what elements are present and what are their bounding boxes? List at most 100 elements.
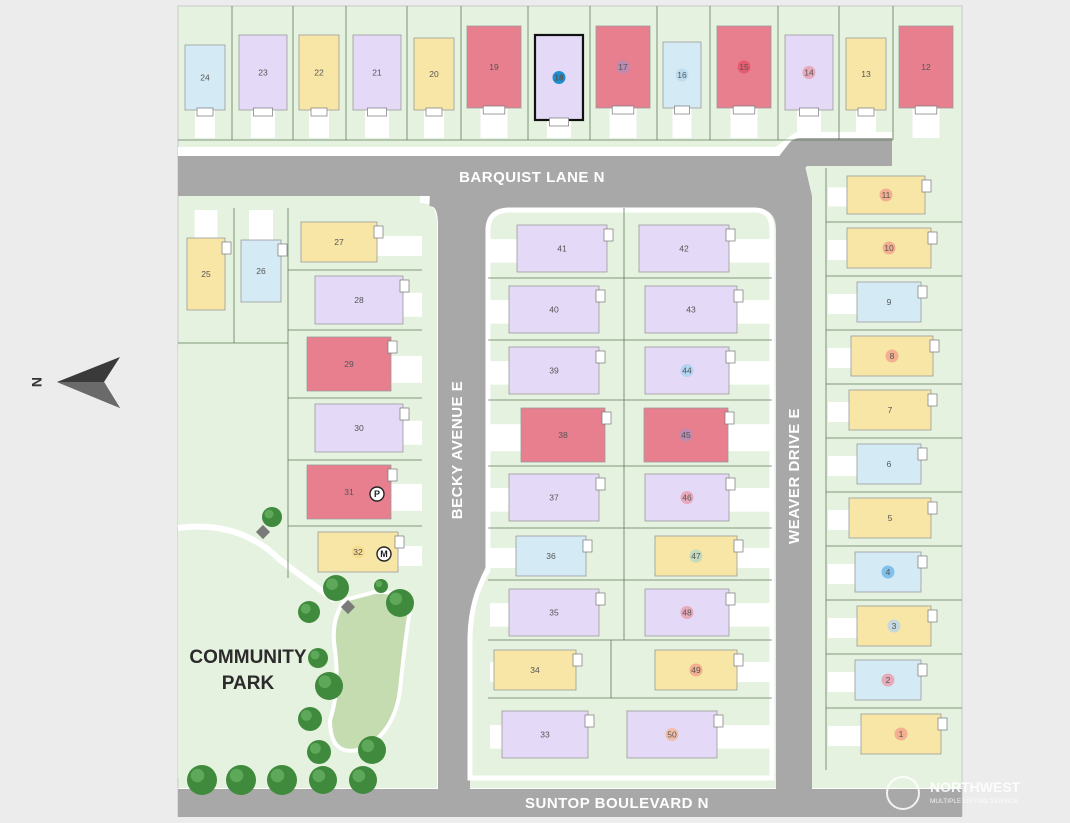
lot-number: 1 [899,729,904,739]
lot-14[interactable]: 14 [784,34,834,138]
porch [387,340,398,354]
tree-icon [315,672,343,700]
lot-37[interactable]: 37 [490,473,606,522]
driveway [828,402,849,422]
park-label-line1: COMMUNITY [189,647,306,668]
lot-26[interactable]: 26 [240,210,288,303]
porch [482,105,506,115]
porch [733,289,744,303]
lot-40[interactable]: 40 [490,285,606,334]
house-footprint [306,336,392,392]
tree-icon [349,766,377,794]
lot-4[interactable]: 4 [828,551,928,593]
lot-38[interactable]: 38 [490,407,612,463]
house-footprint [508,588,600,637]
lot-49[interactable]: 49 [654,649,770,691]
lot-20[interactable]: 20 [413,37,455,138]
lot-19[interactable]: 19 [466,25,522,138]
driveway [490,300,509,324]
lot-42[interactable]: 42 [638,224,770,273]
lot-44[interactable]: 44 [644,346,770,395]
lot-28[interactable]: 28 [314,275,422,325]
status-badge [881,673,895,687]
lot-10[interactable]: 10 [828,227,938,269]
driveway [729,361,770,385]
lot-27[interactable]: 27 [300,221,422,263]
tree-icon [307,740,331,764]
house-footprint [466,25,522,109]
lot-29[interactable]: 29 [306,336,422,392]
driveway [490,424,521,452]
lot-46[interactable]: 46 [644,473,770,522]
lot-45[interactable]: 45 [643,407,770,463]
lot-number: 38 [558,430,568,440]
lot-number: 21 [372,67,382,77]
lot-33[interactable]: 33 [490,710,595,759]
status-badge [680,606,694,619]
lot-1[interactable]: 1 [828,713,948,755]
lot-number: 28 [354,295,364,305]
porch [917,285,928,299]
lot-41[interactable]: 41 [490,224,614,273]
house-footprint [845,37,887,111]
status-badge [887,619,901,633]
lot-number: 40 [549,304,559,314]
lot-number: 33 [540,729,550,739]
road-label-suntop: SUNTOP BOULEVARD N [525,795,709,812]
lot-8[interactable]: 8 [828,335,940,377]
status-badge [616,60,630,74]
porch [914,105,938,115]
status-badge [689,663,703,677]
lot-9[interactable]: 9 [828,281,928,323]
park-path [177,523,337,603]
lot-number: 39 [549,365,559,375]
lot-36[interactable]: 36 [490,535,593,577]
lot-5[interactable]: 5 [828,497,938,539]
lot-12[interactable]: 12 [898,25,954,138]
lot-number: 34 [530,665,540,675]
lot-number: 50 [667,729,677,739]
lot-15[interactable]: 15 [716,25,772,138]
house-footprint [638,224,730,273]
lots-layer: 1234567891011121314151617181920212223242… [178,6,962,770]
lot-39[interactable]: 39 [490,346,606,395]
lot-number: 31 [344,487,354,497]
lot-3[interactable]: 3 [828,605,938,647]
lot-43[interactable]: 43 [644,285,770,334]
lot-number: 6 [887,459,892,469]
lot-number: 29 [344,359,354,369]
house-footprint [184,44,226,111]
lot-35[interactable]: 35 [490,588,606,637]
lot-16[interactable]: 16 [662,41,702,138]
barquist-road-bend [770,142,892,196]
lot-2[interactable]: 2 [828,659,928,701]
lot-30[interactable]: 30 [314,403,422,453]
lot-number: 14 [804,67,814,77]
lot-50[interactable]: 50 [626,710,770,759]
lot-21[interactable]: 21 [352,34,402,138]
lot-25[interactable]: 25 [186,210,232,311]
lot-6[interactable]: 6 [828,443,928,485]
lot-22[interactable]: 22 [298,34,340,138]
driveway [828,294,857,314]
house-footprint [515,535,587,577]
house-footprint [848,497,932,539]
lot-34[interactable]: 34 [490,649,583,691]
lot-13[interactable]: 13 [845,37,887,138]
driveway [391,483,422,511]
driveway [403,420,422,445]
lot-17[interactable]: 17 [595,25,651,138]
driveway [490,725,502,749]
porch [725,350,736,364]
lot-48[interactable]: 48 [644,588,770,637]
lot-23[interactable]: 23 [238,34,288,138]
driveway [490,488,509,512]
lot-11[interactable]: 11 [828,175,932,215]
lot-number: 13 [861,69,871,79]
lot-7[interactable]: 7 [828,389,938,431]
lot-47[interactable]: 47 [654,535,770,577]
lot-24[interactable]: 24 [184,44,226,138]
lot-18[interactable]: 18 [533,33,585,138]
